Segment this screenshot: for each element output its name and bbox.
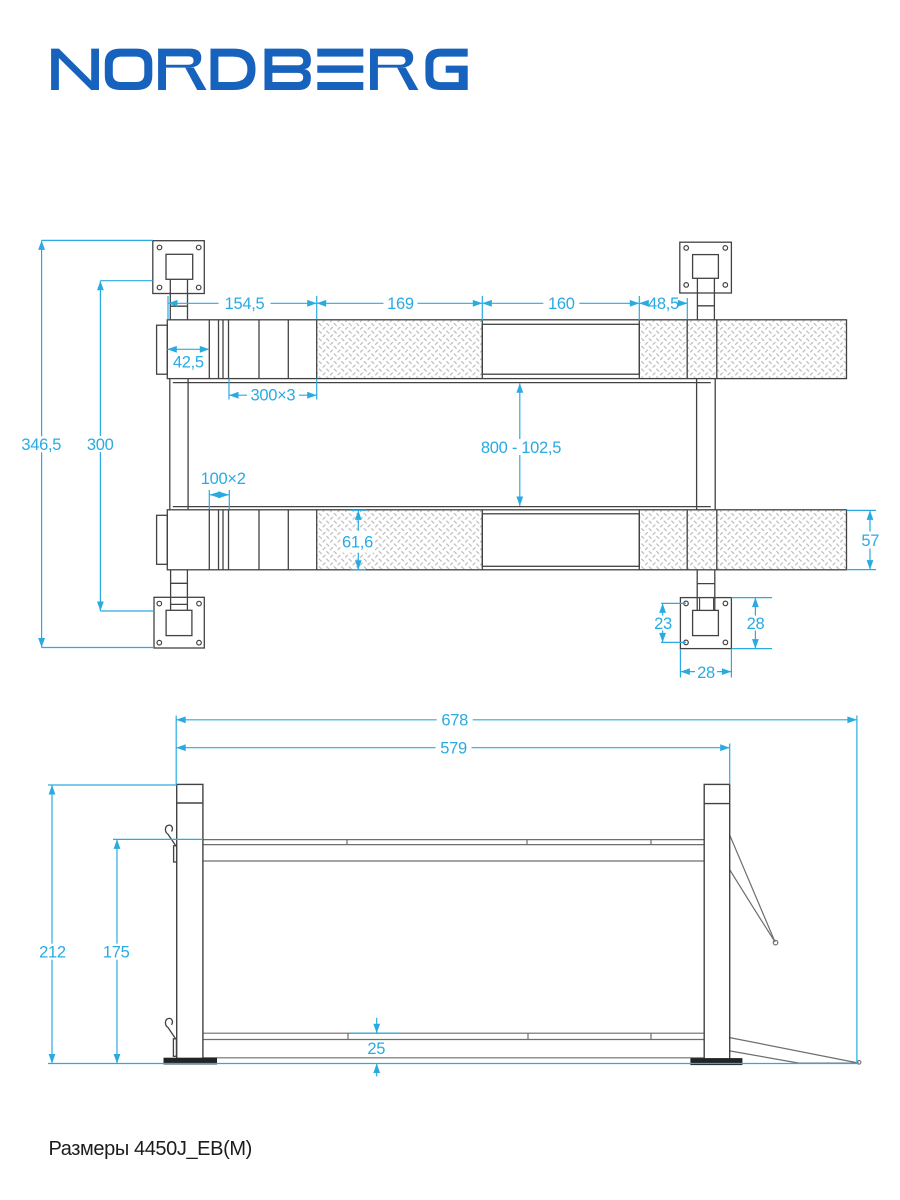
svg-text:61,6: 61,6 [342, 533, 373, 551]
svg-text:579: 579 [440, 739, 467, 757]
svg-text:28: 28 [697, 664, 715, 682]
svg-text:175: 175 [103, 943, 130, 961]
svg-text:57: 57 [861, 532, 879, 550]
svg-text:300: 300 [87, 436, 114, 454]
svg-text:160: 160 [548, 295, 575, 313]
svg-text:23: 23 [654, 615, 672, 633]
svg-text:100×2: 100×2 [201, 470, 246, 488]
svg-text:346,5: 346,5 [21, 436, 61, 454]
svg-text:28: 28 [747, 615, 765, 633]
svg-text:42,5: 42,5 [173, 354, 204, 372]
svg-text:678: 678 [441, 712, 468, 730]
svg-text:48,5: 48,5 [648, 295, 679, 313]
svg-text:800 - 102,5: 800 - 102,5 [481, 439, 561, 457]
svg-text:212: 212 [39, 943, 66, 961]
svg-text:154,5: 154,5 [225, 295, 265, 313]
svg-text:169: 169 [387, 295, 414, 313]
svg-text:300×3: 300×3 [250, 386, 295, 404]
svg-text:Размеры 4450J_EB(M): Размеры 4450J_EB(M) [49, 1138, 252, 1160]
svg-text:25: 25 [367, 1040, 385, 1058]
